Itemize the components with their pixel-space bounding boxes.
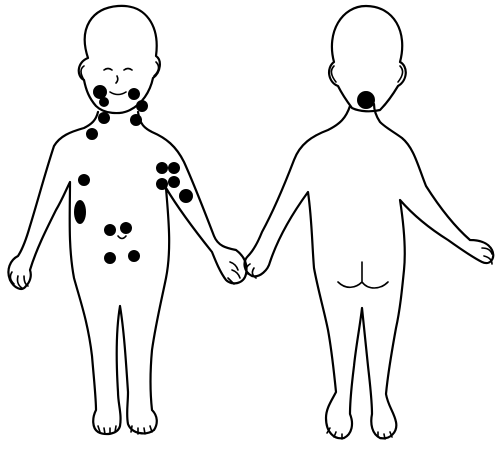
front-left-eye — [104, 69, 112, 71]
lesion-right-jaw — [93, 85, 107, 99]
lesion-abdomen-2 — [120, 222, 132, 234]
lesion-left-axilla-3 — [156, 178, 168, 190]
front-nose — [116, 76, 118, 83]
lesion-abdomen-1 — [104, 224, 116, 236]
front-mouth — [110, 92, 126, 95]
lesion-left-axilla-1 — [156, 162, 168, 174]
lesion-nape — [357, 91, 375, 109]
front-head-outline — [79, 6, 160, 113]
lesion-left-neck — [130, 114, 142, 126]
back-lesions — [357, 91, 375, 109]
back-body-outline — [245, 104, 494, 438]
lesion-right-flank — [74, 200, 86, 224]
lesion-right-upper-chest — [86, 128, 98, 140]
front-lesions — [74, 85, 193, 264]
lesion-left-axilla-4 — [168, 176, 180, 188]
back-right-ear — [398, 66, 403, 82]
lesion-left-axilla-5 — [179, 189, 193, 203]
back-left-ear — [331, 66, 336, 82]
lesion-left-axilla-2 — [168, 162, 180, 174]
front-view-figure — [8, 6, 246, 434]
back-view-figure — [245, 6, 494, 439]
lesion-right-jaw-2 — [99, 97, 109, 107]
lesion-left-jaw — [128, 88, 140, 100]
front-right-eye — [124, 69, 132, 71]
front-left-hand-fingers — [228, 262, 240, 284]
back-buttocks — [338, 262, 388, 288]
lesion-right-chest — [78, 174, 90, 186]
front-body-outline — [8, 112, 246, 434]
lesion-left-jaw-2 — [136, 100, 148, 112]
lesion-abdomen-3 — [104, 252, 116, 264]
front-navel — [118, 236, 126, 239]
lesion-right-neck — [98, 112, 110, 124]
lesion-abdomen-4 — [128, 250, 140, 262]
